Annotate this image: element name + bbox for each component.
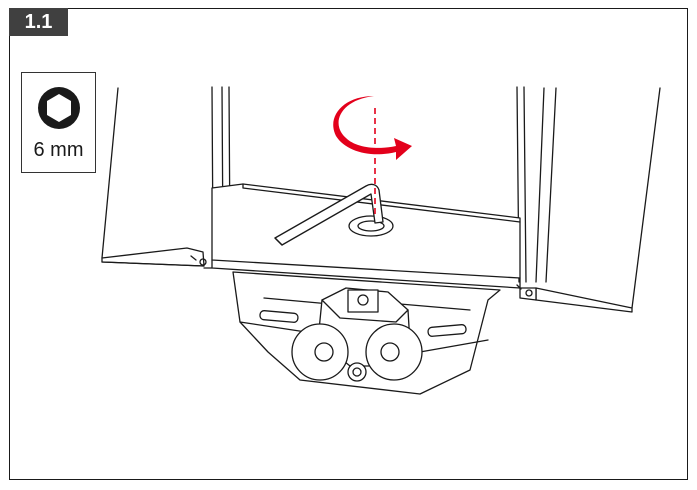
tool-requirement-box: 6 mm bbox=[21, 72, 96, 173]
hex-key-icon bbox=[38, 87, 80, 129]
rotate-clockwise-icon bbox=[333, 96, 412, 160]
step-number-badge: 1.1 bbox=[9, 8, 68, 36]
tool-size-label: 6 mm bbox=[33, 139, 84, 161]
